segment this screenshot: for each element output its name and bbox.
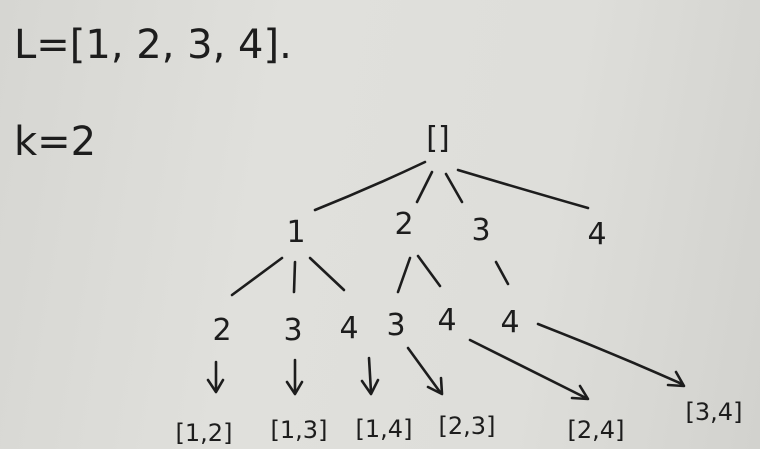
edge-root-to-3 [444,172,464,204]
edge-2-to-4 [416,254,442,288]
edge-1-to-3 [292,260,297,294]
arrow-to-result-3-4 [536,322,686,388]
level1-edges [230,254,510,297]
edge-3-to-4 [494,260,510,286]
edge-root-to-4 [456,168,590,210]
level1-node-2: 2 [394,207,413,242]
level2-node-1-4: 4 [339,311,358,346]
list-definition-text: L=[1, 2, 3, 4]. [14,22,292,68]
tree-root-node: [] [426,121,449,156]
result-arrows [206,322,686,401]
level1-node-4: 4 [587,217,606,252]
arrow-to-result-1-3 [285,358,304,396]
level2-node-1-2: 2 [212,313,231,348]
arrow-to-result-2-3 [406,346,444,396]
result-combination-2-3: [2,3] [439,412,496,440]
result-combination-3-4: [3,4] [686,398,743,426]
k-definition-text: k=2 [14,119,96,165]
arrow-to-result-1-2 [206,360,225,394]
edge-root-to-1 [313,160,427,212]
root-edges [313,160,590,212]
result-combination-1-3: [1,3] [271,416,328,444]
result-combination-1-2: [1,2] [176,419,233,447]
level1-node-3: 3 [471,213,490,248]
result-combination-2-4: [2,4] [568,416,625,444]
level2-node-2-3: 3 [386,308,405,343]
level2-node-2-4: 4 [437,303,456,338]
arrow-to-result-1-4 [360,356,380,396]
level1-node-1: 1 [286,215,305,250]
edge-1-to-4 [308,256,346,292]
level2-node-3-4: 4 [500,305,519,340]
edge-2-to-3 [396,256,412,294]
edge-root-to-2 [415,170,434,204]
level2-node-1-3: 3 [283,313,302,348]
edge-1-to-2 [230,256,284,297]
result-combination-1-4: [1,4] [356,415,413,443]
arrow-to-result-2-4 [468,338,590,401]
